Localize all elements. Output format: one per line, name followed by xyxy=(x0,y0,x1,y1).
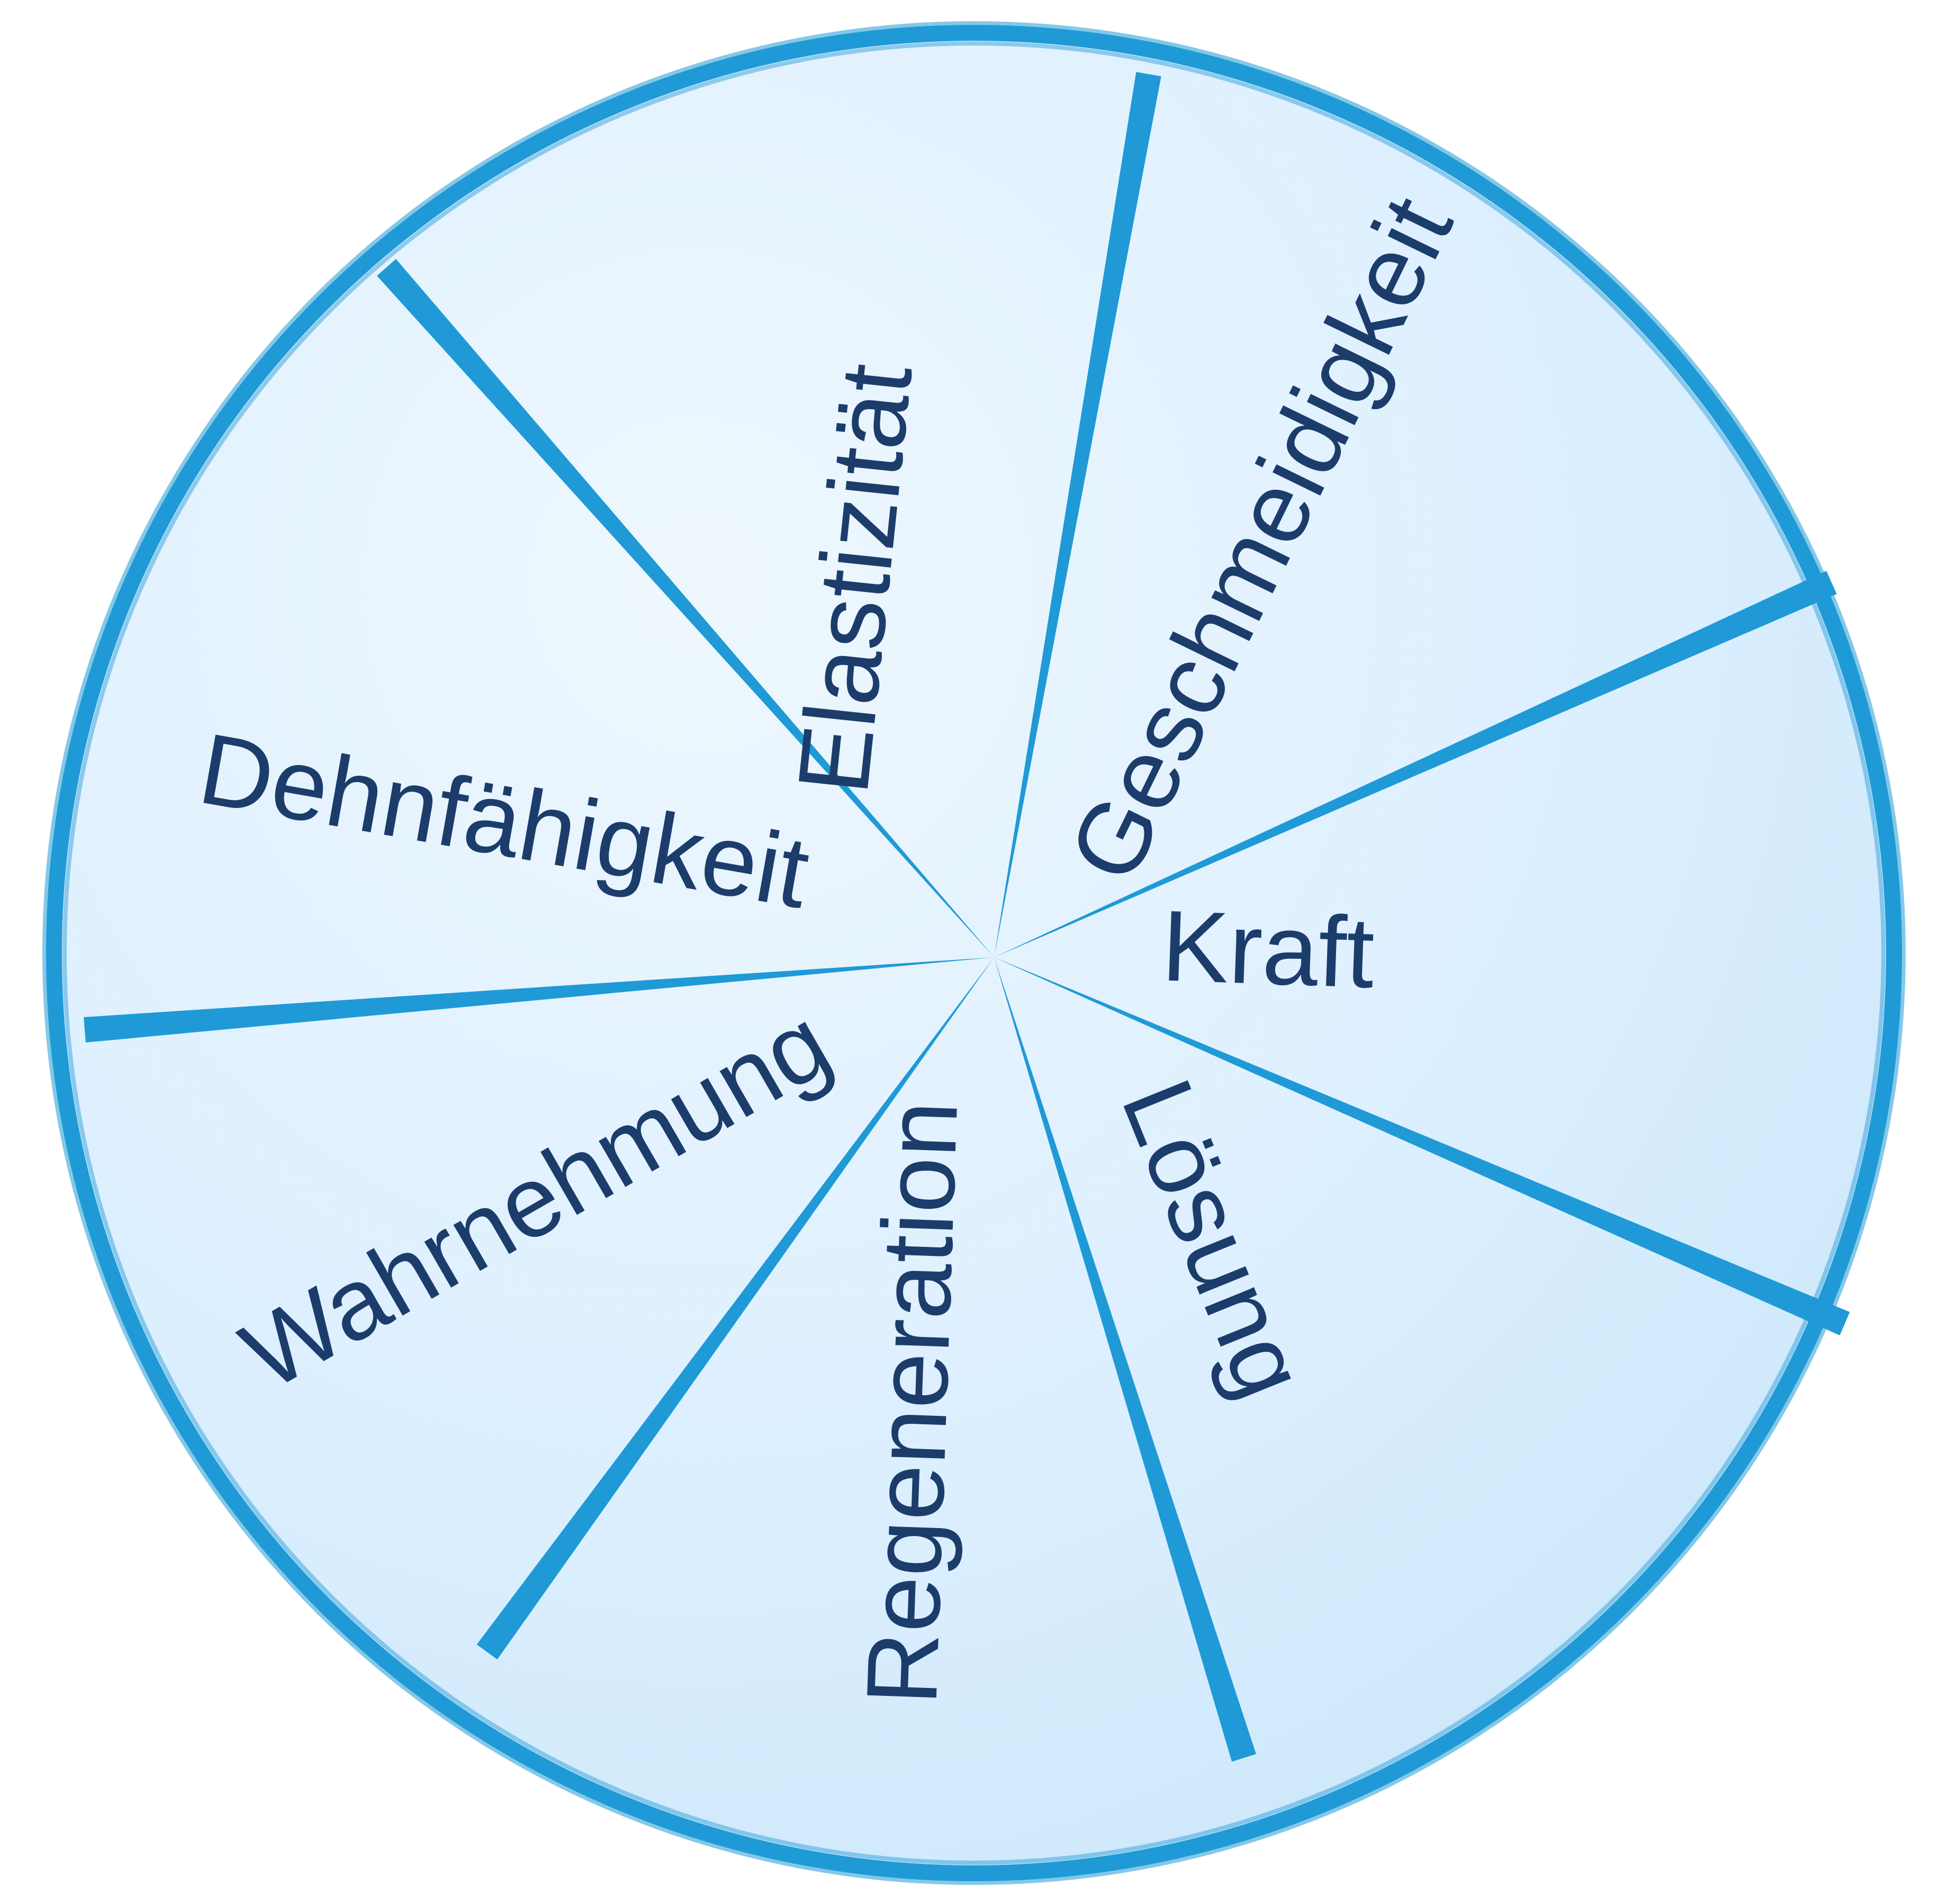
divider-bottom-right xyxy=(994,957,1256,1762)
divider-top xyxy=(994,71,1161,958)
divider-upper-right xyxy=(994,571,1837,957)
divider-bottom-left xyxy=(476,957,994,1660)
divider-left xyxy=(84,957,995,1043)
divider-lower-right xyxy=(994,957,1850,1336)
segment-dividers xyxy=(84,71,1850,1762)
segment-label-regeneration: Regeneration xyxy=(845,1099,979,1707)
wheel-background xyxy=(53,32,1895,1874)
segment-label-kraft: Kraft xyxy=(1160,890,1376,1009)
rim-main xyxy=(46,25,1902,1881)
divider-upper-left xyxy=(376,259,994,958)
wheel-rim xyxy=(42,21,1906,1885)
wheel-fill xyxy=(53,32,1895,1874)
rim-inner xyxy=(62,41,1886,1865)
